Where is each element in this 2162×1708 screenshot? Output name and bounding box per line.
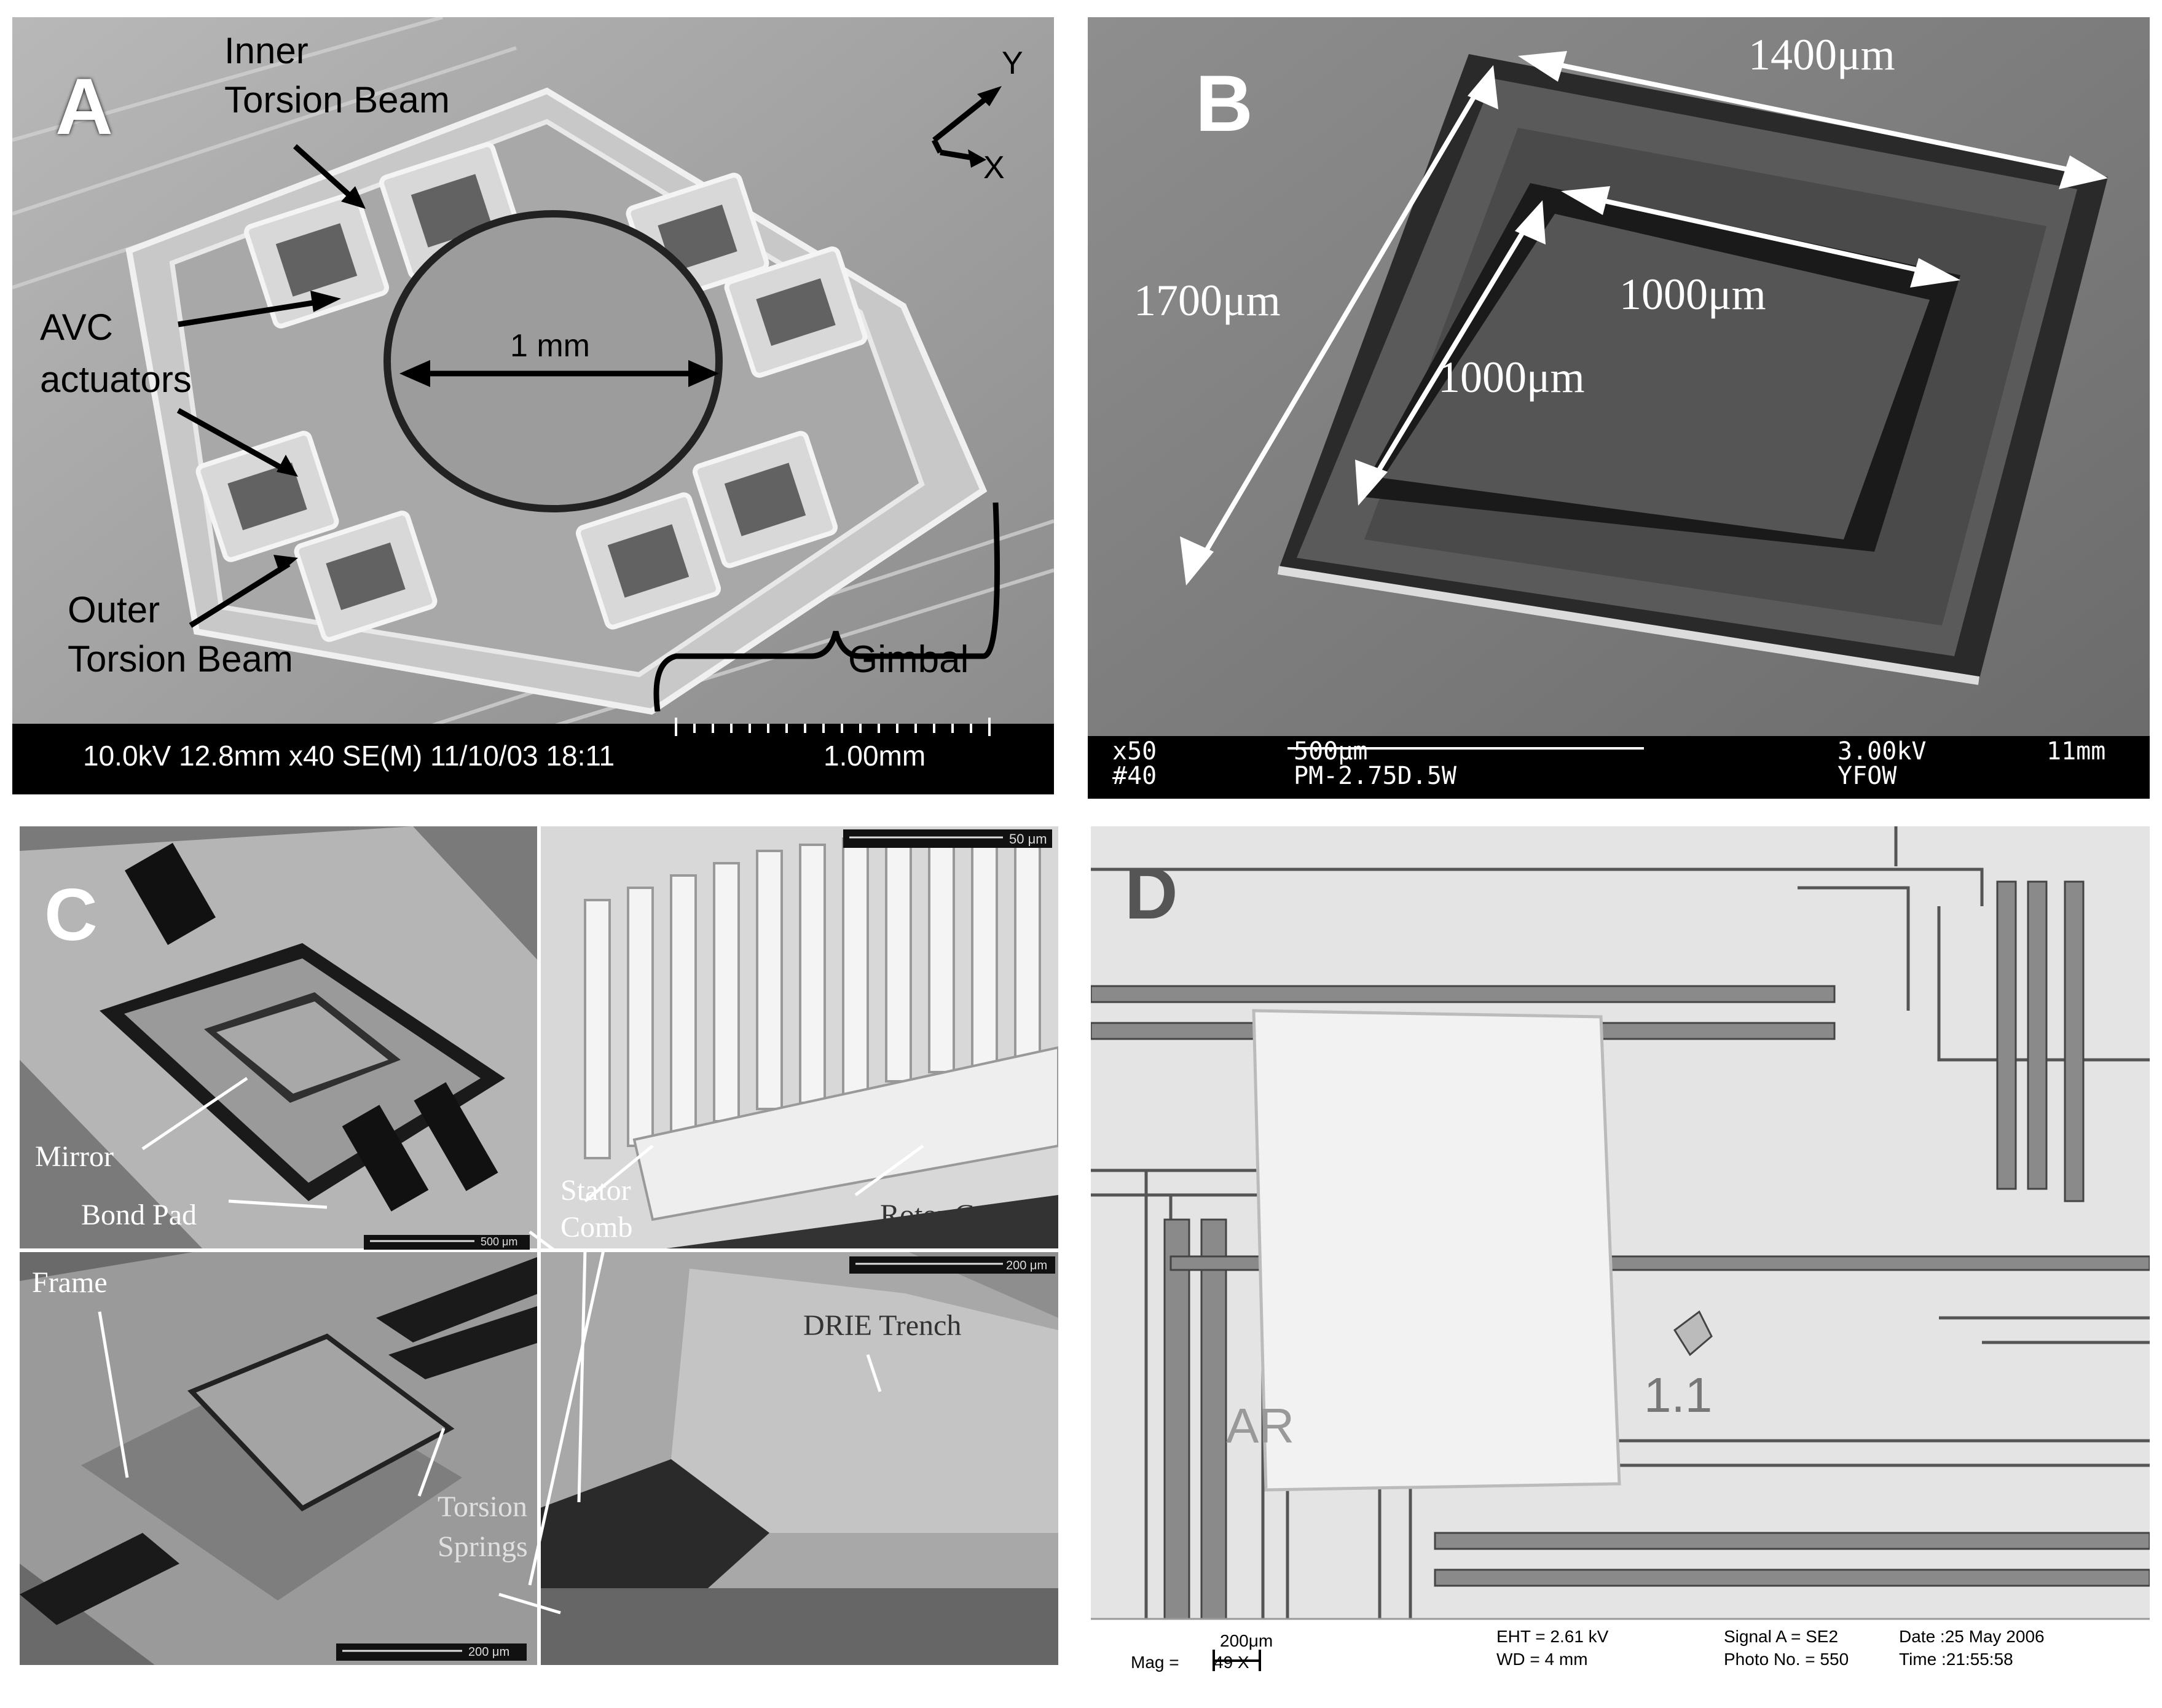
rotor-comb-label: Rotor Comb <box>880 1199 1027 1231</box>
axis-x-label: X <box>983 150 1005 186</box>
panel-b-info-1b: #40 <box>1112 762 1157 790</box>
mag-value: 49 X <box>1214 1653 1249 1672</box>
panel-b-info-2a: 500μm <box>1294 737 1368 766</box>
torsion-springs-label-line1: Torsion <box>438 1491 527 1523</box>
avc-actuators-label-line2: actuators <box>40 359 192 400</box>
scale-br-label: 200 μm <box>1006 1259 1048 1272</box>
torsion-springs-label-line2: Springs <box>438 1530 528 1563</box>
bond-pad-label: Bond Pad <box>81 1199 197 1231</box>
panel-b-micrograph <box>1088 17 2150 799</box>
panel-b: B 1400μm 1700μm 1000μm 1000μm x50 #40 50… <box>1088 17 2150 799</box>
scale-bl-label: 200 μm <box>468 1645 510 1659</box>
stator-comb-label-line1: Stator <box>560 1174 631 1207</box>
panel-b-info-2b: PM-2.75D.5W <box>1294 762 1456 790</box>
avc-actuators-label-line1: AVC <box>40 307 113 348</box>
stator-comb-label-line2: Comb <box>560 1211 633 1244</box>
gimbal-label: Gimbal <box>848 638 969 681</box>
mag-label: Mag = <box>1131 1653 1179 1672</box>
die-label-ar: AR <box>1226 1398 1295 1453</box>
drie-trench-label: DRIE Trench <box>803 1309 962 1342</box>
scale-tr-label: 50 μm <box>1009 831 1047 847</box>
mirror-disc <box>383 210 723 512</box>
panel-a-info-bar: 10.0kV 12.8mm x40 SE(M) 11/10/03 18:11 <box>83 740 615 772</box>
panel-d: D AR 1.1 Mag = 49 X 200μm EHT = 2.61 kV … <box>1091 826 2150 1696</box>
axis-y-label: Y <box>1002 45 1023 81</box>
panel-a: A Inner Torsion Beam AVC actuators Outer… <box>12 17 1054 794</box>
dim-1700-label: 1700μm <box>1134 276 1281 325</box>
dim-inner-top-label: 1000μm <box>1619 270 1766 319</box>
panel-b-info-4: 11mm <box>2046 737 2106 766</box>
signal-label: Signal A = SE2 <box>1724 1627 1839 1646</box>
outer-torsion-beam-label-line1: Outer <box>68 589 160 630</box>
panel-b-info-3a: 3.00kV <box>1838 737 1927 766</box>
panel-c: C Mirror Bond Pad Stator Comb Rotor Comb… <box>20 826 1058 1665</box>
eht-label: EHT = 2.61 kV <box>1496 1627 1609 1646</box>
dim-inner-left-label: 1000μm <box>1438 353 1585 402</box>
inner-torsion-beam-label-line1: Inner <box>224 30 309 71</box>
inner-torsion-beam-label-line2: Torsion Beam <box>224 79 450 120</box>
panel-d-letter: D <box>1125 852 1178 934</box>
photo-no-label: Photo No. = 550 <box>1724 1650 1849 1669</box>
frame-label: Frame <box>32 1266 108 1299</box>
wd-label: WD = 4 mm <box>1496 1650 1588 1669</box>
panel-d-micrograph <box>1091 826 2150 1696</box>
date-label: Date :25 May 2006 <box>1899 1627 2045 1646</box>
panel-c-letter: C <box>44 874 98 956</box>
time-label: Time :21:55:58 <box>1899 1650 2013 1669</box>
panel-d-scale-label: 200μm <box>1220 1631 1273 1650</box>
panel-b-info-1a: x50 <box>1112 737 1157 766</box>
panel-a-scale-label: 1.00mm <box>824 740 926 772</box>
panel-b-letter: B <box>1195 58 1253 148</box>
panel-b-info-3b: YFOW <box>1838 762 1897 790</box>
panel-a-micrograph <box>12 17 1054 794</box>
panel-a-letter: A <box>55 61 113 151</box>
outer-torsion-beam-label-line2: Torsion Beam <box>68 638 293 680</box>
die-label-1-1: 1.1 <box>1644 1368 1713 1422</box>
mirror-label: Mirror <box>35 1140 114 1173</box>
scale-tl-label: 500 μm <box>481 1236 518 1248</box>
mirror-die <box>1252 1009 1621 1492</box>
dim-1400-label: 1400μm <box>1748 30 1895 79</box>
mirror-dimension-label: 1 mm <box>510 328 590 364</box>
panel-c-micrograph <box>20 826 1058 1665</box>
